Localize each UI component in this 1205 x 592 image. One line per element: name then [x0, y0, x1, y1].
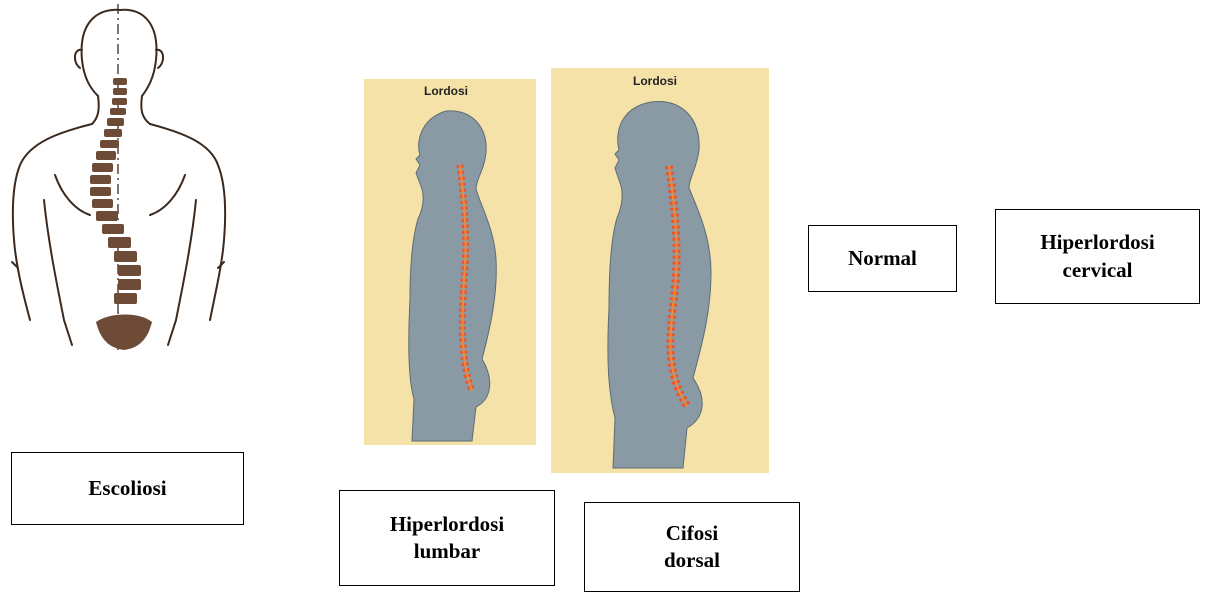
scoliosis-back-figure — [0, 0, 230, 350]
lumbar-body-figure — [364, 79, 536, 445]
label-cifosi-dorsal: Cifosi dorsal — [584, 502, 800, 592]
label-line: Normal — [848, 245, 917, 272]
label-line: lumbar — [390, 538, 504, 565]
label-normal: Normal — [808, 225, 957, 292]
dorsal-kyphosis-panel: Lordosi — [551, 68, 769, 473]
label-line: Cifosi — [664, 520, 720, 547]
lumbar-lordosis-panel: Lordosi — [364, 79, 536, 445]
label-hiperlordosi-cervical: Hiperlordosi cervical — [995, 209, 1200, 304]
label-line: dorsal — [664, 547, 720, 574]
label-line: Escoliosi — [88, 475, 166, 502]
label-line: Hiperlordosi — [390, 511, 504, 538]
label-line: Hiperlordosi — [1040, 229, 1154, 256]
dorsal-body-figure — [551, 68, 769, 473]
label-hiperlordosi-lumbar: Hiperlordosi lumbar — [339, 490, 555, 586]
label-escoliosi: Escoliosi — [11, 452, 244, 525]
label-line: cervical — [1040, 257, 1154, 284]
